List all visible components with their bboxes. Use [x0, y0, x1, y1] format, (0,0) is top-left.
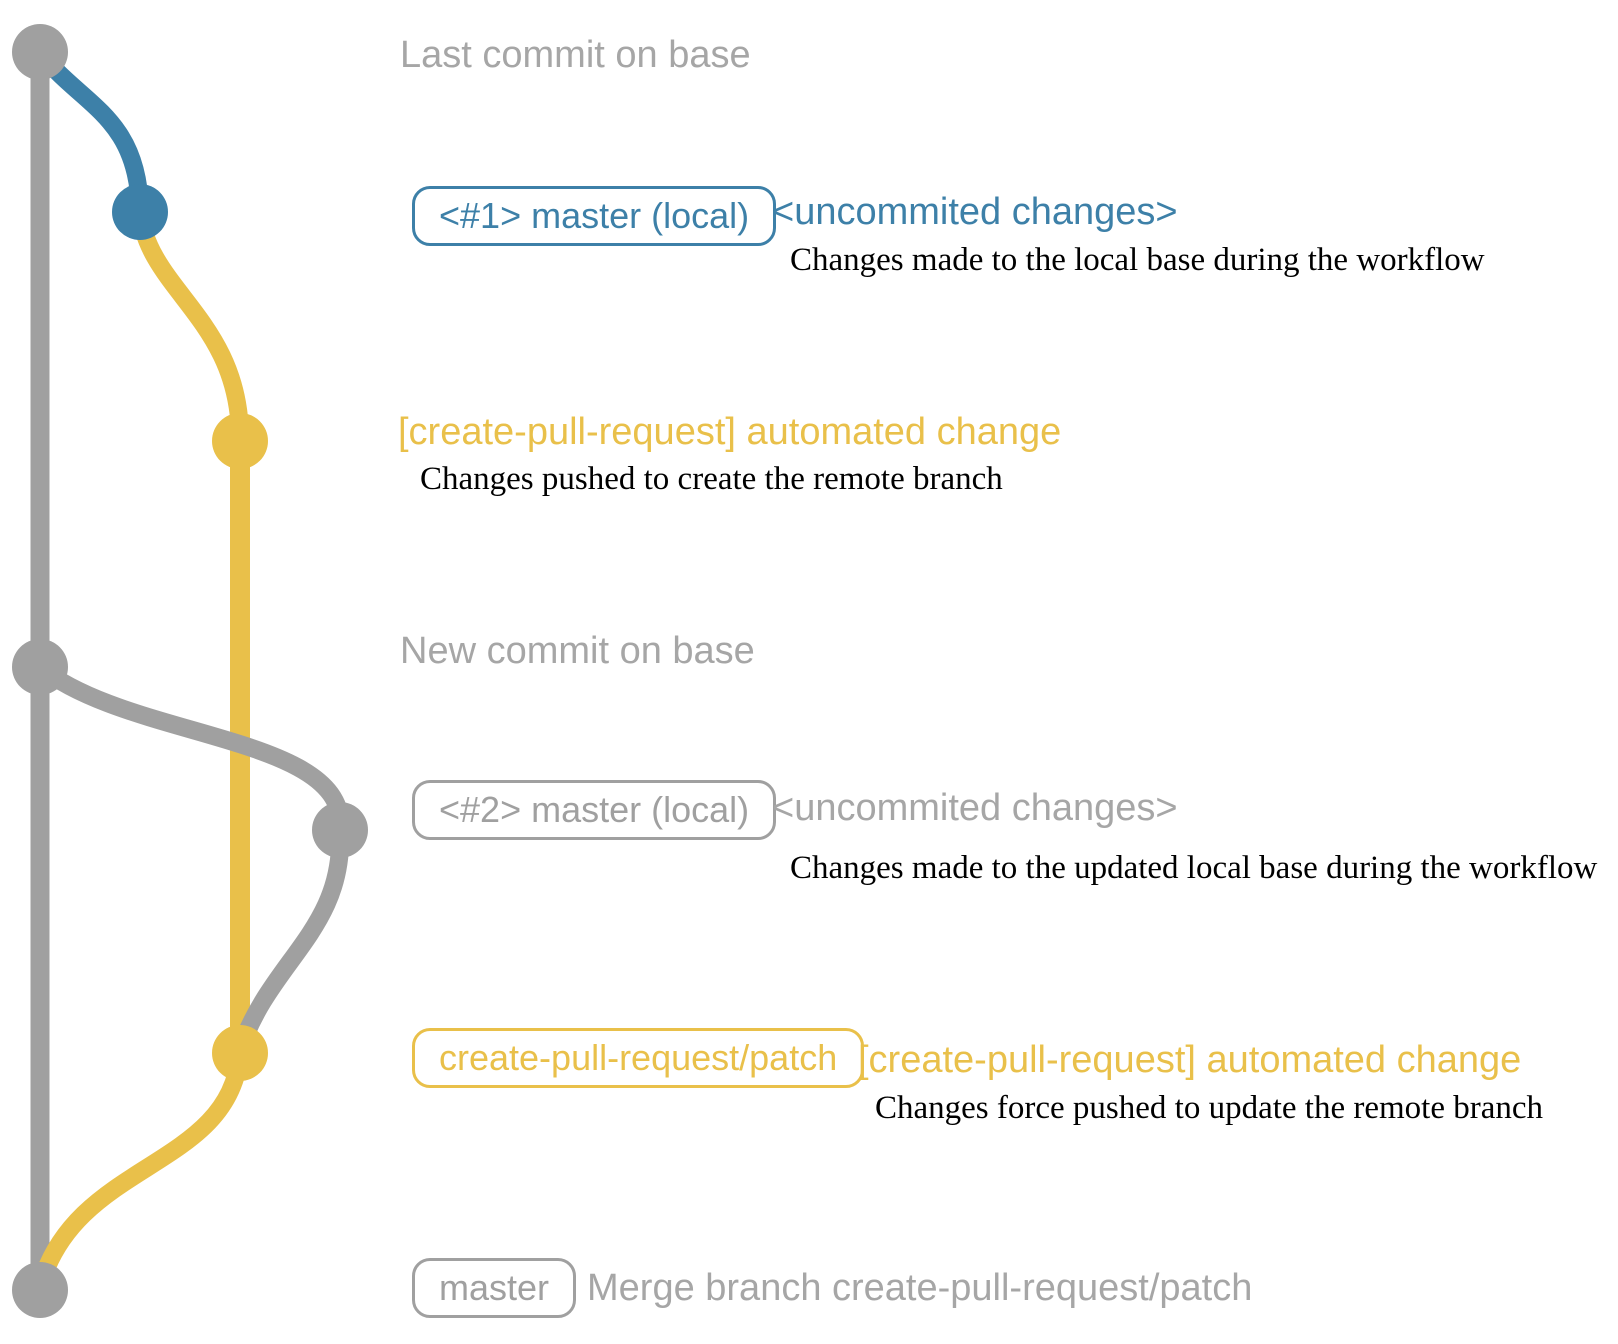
badge-master: master [412, 1258, 577, 1318]
uncommitted-changes-2-desc: Changes made to the updated local base d… [790, 850, 1598, 886]
uncommitted-changes-2-title: <uncommited changes> [772, 787, 1178, 829]
last-commit-label: Last commit on base [400, 34, 751, 76]
uncommitted-changes-1-title: <uncommited changes> [772, 191, 1178, 233]
badge-patch-branch: create-pull-request/patch [412, 1028, 865, 1088]
commit-dot-local-1 [112, 184, 168, 240]
local-master-2-upper-curve [34, 659, 350, 831]
commit-graph [12, 24, 368, 1318]
local-master-2-lower-curve [231, 829, 350, 1053]
new-commit-label: New commit on base [400, 630, 755, 672]
commit-dot-base-merge [12, 1262, 68, 1318]
merge-commit-title: Merge branch create-pull-request/patch [587, 1267, 1253, 1309]
commit-dot-patch-2 [212, 1025, 268, 1081]
automated-change-2-desc: Changes force pushed to update the remot… [875, 1090, 1544, 1126]
badge-master-local-2: <#2> master (local) [412, 780, 777, 840]
automated-change-2-title: [create-pull-request] automated change [858, 1039, 1522, 1081]
automated-change-1-title: [create-pull-request] automated change [398, 411, 1062, 453]
patch-branch-upper-curve [131, 210, 249, 439]
commit-dot-base-new [12, 639, 68, 695]
commit-dot-base-last [12, 24, 68, 80]
badge-master-local-1: <#1> master (local) [412, 186, 777, 246]
uncommitted-changes-1-desc: Changes made to the local base during th… [790, 242, 1485, 278]
commit-dot-local-2 [312, 802, 368, 858]
local-master-branch-line [32, 46, 149, 211]
commit-dot-patch-1 [212, 413, 268, 469]
patch-branch-merge-curve [31, 1052, 249, 1290]
automated-change-1-desc: Changes pushed to create the remote bran… [420, 461, 1003, 497]
